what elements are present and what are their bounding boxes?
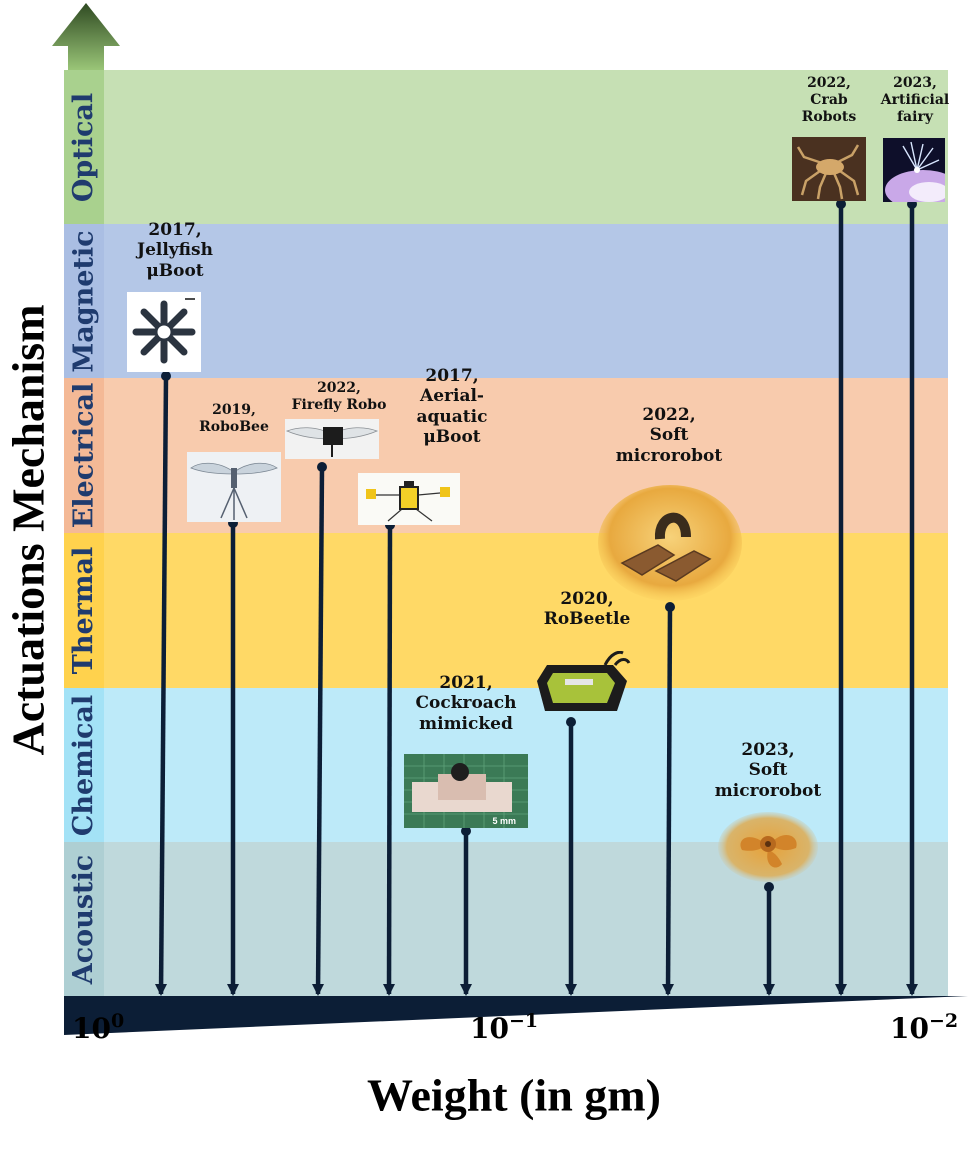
x-tick-1e0: 100 [72, 1010, 125, 1045]
stem-aerial-aquatic [383, 524, 395, 996]
x-tick-1e-2: 10−2 [890, 1010, 959, 1045]
label-fairy: 2023, Artificial fairy [880, 75, 950, 125]
band-label-acoustic: Acoustic [64, 842, 104, 996]
robeetle-photo [537, 651, 631, 711]
stem-firefly [312, 466, 325, 996]
x-tick-1e-1: 10−1 [470, 1010, 539, 1045]
stem-dot-cockroach [461, 826, 471, 836]
stem-dot-jellyfish [161, 371, 171, 381]
label-soft-2022: 2022, Soft microrobot [615, 405, 723, 466]
firefly-photo [285, 419, 379, 459]
band-thermal [64, 533, 948, 688]
fairy-photo [883, 138, 945, 202]
band-label-thermal: Thermal [64, 533, 104, 688]
stem-dot-soft-2022 [665, 602, 675, 612]
band-magnetic [64, 224, 948, 378]
band-label-electrical: Electrical [64, 378, 104, 533]
cockroach-photo: 5 mm [404, 754, 528, 828]
soft-microrobot-2022-photo [598, 485, 742, 601]
band-label-magnetic: Magnetic [64, 224, 104, 378]
label-soft-2023: 2023, Soft microrobot [714, 740, 822, 801]
label-jellyfish: 2017, Jellyfish μBoot [137, 220, 213, 281]
label-aerial-aquatic: 2017, Aerial- aquatic μBoot [416, 366, 488, 448]
aerial-aquatic-photo [358, 473, 460, 525]
soft-microrobot-2023-photo [718, 812, 818, 882]
stem-dot-soft-2023 [764, 882, 774, 892]
weight-axis-wedge [64, 996, 968, 1035]
label-firefly: 2022, Firefly Robo [291, 380, 387, 413]
crab-photo [792, 137, 866, 201]
x-axis-title: Weight (in gm) [367, 1069, 661, 1121]
y-axis-title: Actuations Mechanism [2, 304, 54, 756]
stem-soft-2022 [662, 606, 674, 996]
label-cockroach: 2021, Cockroach mimicked [415, 673, 517, 734]
y-axis-arrow [52, 3, 120, 72]
stem-dot-firefly [317, 462, 327, 472]
band-label-chemical: Chemical [64, 688, 104, 842]
robobee-photo [187, 452, 281, 522]
stem-dot-crab [836, 199, 846, 209]
stem-jellyfish [155, 375, 169, 996]
jellyfish-photo [127, 292, 201, 372]
label-robeetle: 2020, RoBeetle [543, 589, 631, 630]
stem-dot-robeetle [566, 717, 576, 727]
cockroach-scale-label: 5 mm [492, 816, 516, 826]
band-label-optical: Optical [64, 70, 104, 224]
label-crab: 2022, Crab Robots [801, 75, 857, 125]
label-robobee: 2019, RoboBee [199, 402, 269, 435]
